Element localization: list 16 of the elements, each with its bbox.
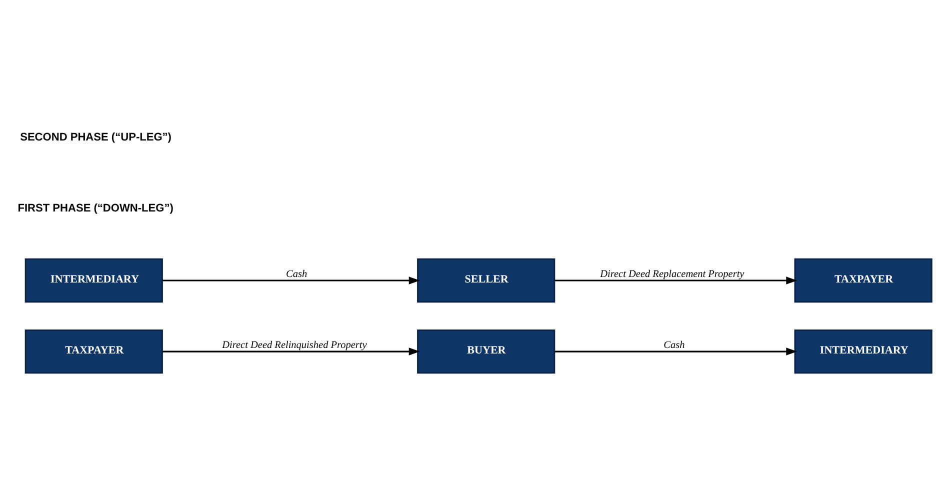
- edge-label: Direct Deed Replacement Property: [600, 268, 744, 280]
- edge-label: Direct Deed Relinquished Property: [222, 339, 367, 350]
- arrow: [162, 276, 420, 284]
- node-box: INTERMEDIARY: [24, 258, 163, 302]
- node-box: TAXPAYER: [794, 258, 932, 302]
- arrow: [554, 347, 798, 355]
- label: SECOND PHASE (“UP-LEG”): [20, 131, 172, 144]
- node-box: TAXPAYER: [24, 328, 163, 374]
- arrow: [554, 276, 798, 284]
- node-box: BUYER: [417, 328, 556, 374]
- node-box: INTERMEDIARY: [794, 328, 932, 374]
- edge-label: Cash: [286, 268, 308, 280]
- label: FIRST PHASE (“DOWN-LEG”): [18, 202, 174, 214]
- node-box: SELLER: [417, 258, 556, 302]
- arrow: [162, 347, 420, 355]
- edge-label: Cash: [664, 339, 685, 350]
